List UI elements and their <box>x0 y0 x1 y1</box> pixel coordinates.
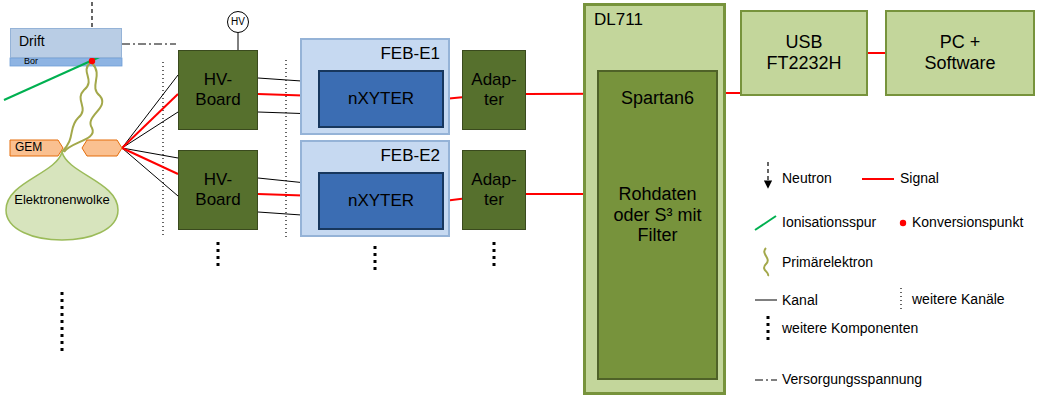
box-label: Elektronenwolke <box>8 193 116 208</box>
adapter-box: Adap-ter <box>462 50 526 130</box>
hv-supply-wire <box>238 33 239 50</box>
hv-board: HV-Board <box>178 50 258 130</box>
box-label: HV-Board <box>186 70 250 109</box>
usb-interface: USB FT2232H <box>740 10 868 96</box>
legend-text: Neutron <box>782 170 832 186</box>
further-components <box>62 242 494 352</box>
legend-text: Versorgungsspannung <box>782 371 922 387</box>
legend-text: Signal <box>900 170 939 186</box>
box-title: DL711 <box>594 10 643 30</box>
box-title: FEB-E1 <box>380 44 440 64</box>
box-title: GEM <box>15 141 42 155</box>
legend-text: Kanal <box>782 292 818 308</box>
signal-line <box>122 148 178 174</box>
drift-band: Drift <box>10 28 122 58</box>
legend-text: weitere Komponenten <box>782 320 918 336</box>
fpga-board: Spartan6Rohdaten oder S³ mit Filter DL711 <box>583 3 726 395</box>
layer-label: Bor <box>24 56 38 66</box>
box-title: Spartan6 <box>599 88 716 109</box>
box-label: Adap-ter <box>470 70 518 109</box>
frontend-board: nXYTER FEB-E2 <box>300 140 450 237</box>
box-label: nXYTER <box>326 89 436 109</box>
box-title: FEB-E2 <box>380 146 440 166</box>
box-label: Adap-ter <box>470 170 518 209</box>
legend-text: Ionisationsspur <box>782 214 876 230</box>
legend-text: weitere Kanäle <box>912 291 1005 307</box>
supply-line <box>122 44 176 45</box>
fpga-chip: Spartan6Rohdaten oder S³ mit Filter <box>597 70 718 380</box>
signal-line <box>868 52 885 54</box>
hv-source: HV <box>227 11 249 33</box>
pc-box: PC + Software <box>885 10 1035 96</box>
box-title: Drift <box>19 33 45 49</box>
frontend-board: nXYTER FEB-E1 <box>300 38 450 135</box>
signal-line <box>122 94 178 148</box>
box-body: Rohdaten oder S³ mit Filter <box>599 184 716 246</box>
box-label: PC + Software <box>912 32 1008 73</box>
box-label: USB FT2232H <box>756 32 852 73</box>
legend-text: Primärelektron <box>782 254 873 270</box>
legend-text: Konversionspunkt <box>912 214 1023 230</box>
primary-electron <box>64 63 102 152</box>
legend-samples <box>755 162 906 380</box>
box-label: nXYTER <box>326 191 436 211</box>
hv-board: HV-Board <box>178 150 258 230</box>
asic-chip: nXYTER <box>318 70 444 128</box>
box-label: HV-Board <box>186 170 250 209</box>
adapter-box: Adap-ter <box>462 150 526 230</box>
box-label: HV <box>229 16 247 28</box>
asic-chip: nXYTER <box>318 172 444 230</box>
gem-foil: GEM <box>10 140 122 156</box>
electron-cloud: Elektronenwolke <box>4 152 120 248</box>
conversion-point <box>89 58 95 64</box>
